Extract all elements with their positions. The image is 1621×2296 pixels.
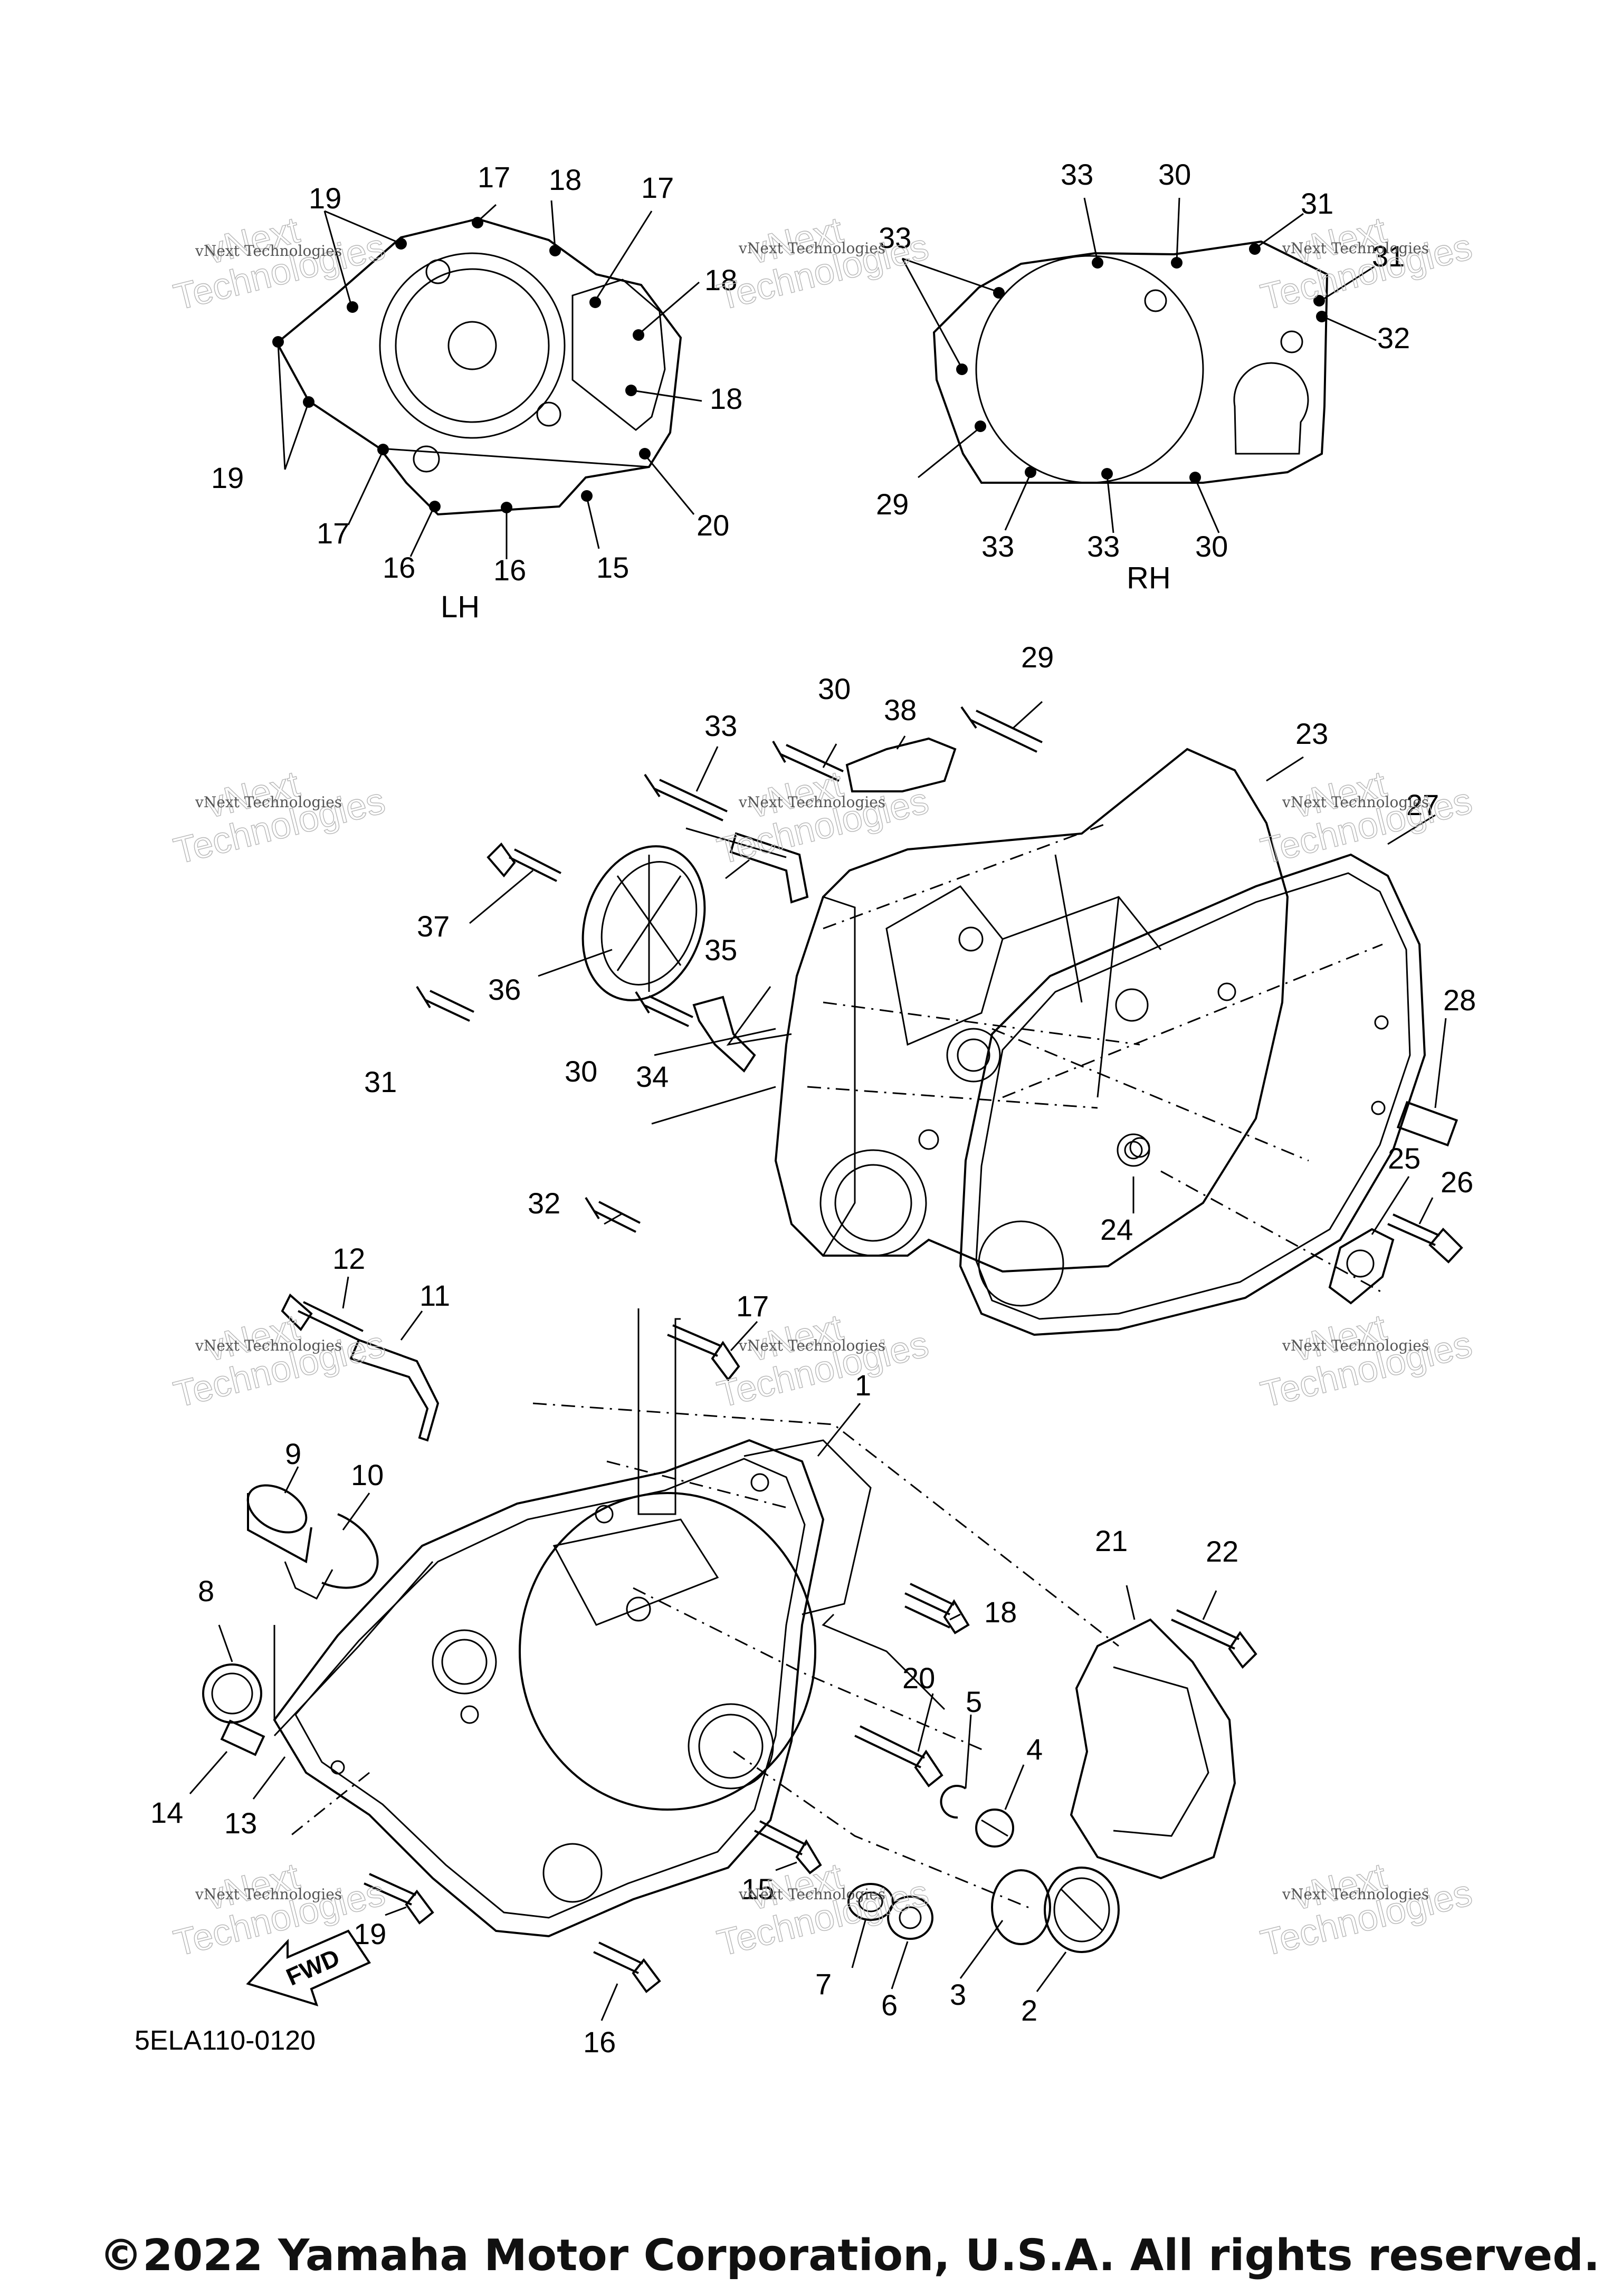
svg-text:vNext Technologies: vNext Technologies [195, 1886, 342, 1903]
callout-28: 28 [1443, 983, 1476, 1017]
callout-7: 7 [815, 1967, 832, 2001]
callout-35: 35 [704, 933, 737, 967]
view-label-rh: RH [1127, 561, 1171, 595]
callout-29: 29 [1021, 640, 1054, 674]
svg-text:vNext Technologies: vNext Technologies [195, 1337, 342, 1354]
callout-27: 27 [1406, 788, 1439, 821]
callout-33: 33 [1061, 158, 1093, 191]
callout-33: 33 [704, 709, 737, 742]
callout-11: 11 [419, 1279, 450, 1312]
svg-text:vNext Technologies: vNext Technologies [738, 793, 885, 811]
callout-17: 17 [736, 1289, 769, 1323]
svg-text:vNext Technologies: vNext Technologies [1282, 240, 1429, 257]
callout-leaders [189, 701, 1447, 2021]
lower-small-parts [202, 1293, 1257, 2007]
callout-30: 30 [1158, 158, 1191, 191]
callout-20: 20 [697, 509, 729, 542]
callout-16: 16 [583, 2025, 616, 2059]
callout-15: 15 [596, 551, 629, 584]
callout-12: 12 [332, 1242, 365, 1275]
callout-31: 31 [1301, 187, 1333, 220]
svg-text:vNext Technologies: vNext Technologies [738, 1337, 885, 1354]
callout-1: 1 [855, 1369, 871, 1402]
callout-18: 18 [710, 382, 742, 415]
watermarks: vNext Technologies vNext Technologies vN… [169, 208, 1476, 1964]
svg-text:vNext Technologies: vNext Technologies [738, 240, 885, 257]
svg-text:vNext Technologies: vNext Technologies [1282, 793, 1429, 811]
copyright-notice: ©2022 Yamaha Motor Corporation, U.S.A. A… [99, 2231, 1600, 2281]
callout-17: 17 [478, 160, 510, 194]
callout-14: 14 [150, 1796, 183, 1829]
callout-21: 21 [1095, 1524, 1128, 1557]
callout-33: 33 [1087, 530, 1120, 563]
callout-6: 6 [881, 1988, 898, 2022]
callout-26: 26 [1441, 1165, 1473, 1199]
callout-38: 38 [884, 693, 917, 726]
callout-9: 9 [285, 1437, 301, 1470]
lh-cover-outline [272, 200, 702, 559]
callout-30: 30 [1195, 530, 1228, 563]
callout-4: 4 [1026, 1733, 1043, 1766]
view-label-lh: LH [441, 590, 480, 624]
callout-20: 20 [902, 1661, 935, 1695]
svg-text:vNext Technologies: vNext Technologies [738, 1886, 885, 1903]
callout-8: 8 [198, 1574, 214, 1608]
callout-31: 31 [364, 1065, 397, 1098]
callout-18: 18 [984, 1595, 1017, 1629]
svg-text:vNext Technologies: vNext Technologies [1282, 1337, 1429, 1354]
mid-small-parts [416, 706, 1463, 1305]
callout-15: 15 [741, 1872, 774, 1906]
callout-34: 34 [636, 1060, 669, 1093]
callout-32: 32 [528, 1187, 560, 1220]
callout-30: 30 [818, 672, 851, 705]
lh-crankcase-cover-assembly [273, 1308, 1119, 1938]
callout-19: 19 [309, 181, 341, 215]
callout-10: 10 [351, 1458, 384, 1491]
svg-text:vNext Technologies: vNext Technologies [195, 242, 342, 260]
callout-3: 3 [950, 1978, 966, 2011]
callout-36: 36 [488, 973, 521, 1006]
callout-31: 31 [1372, 240, 1405, 273]
part-code: 5ELA110-0120 [135, 2025, 316, 2056]
svg-text:vNext Technologies: vNext Technologies [195, 793, 342, 811]
callout-2: 2 [1021, 1994, 1037, 2027]
callout-23: 23 [1295, 717, 1328, 750]
callout-25: 25 [1388, 1142, 1420, 1175]
callout-18: 18 [549, 163, 581, 196]
callout-33: 33 [879, 221, 911, 254]
rh-cover-outline [901, 197, 1377, 533]
callout-16: 16 [493, 553, 526, 587]
callout-numbers: 19 17 18 17 18 18 19 17 16 16 15 20 LH 3… [135, 158, 1476, 2059]
callout-17: 17 [317, 516, 349, 550]
callout-22: 22 [1206, 1535, 1238, 1568]
callout-16: 16 [383, 551, 415, 584]
callout-32: 32 [1377, 321, 1410, 355]
rh-crankcase-cover-assembly [651, 748, 1426, 1336]
callout-37: 37 [417, 910, 450, 943]
callout-24: 24 [1100, 1213, 1133, 1246]
callout-33: 33 [981, 530, 1014, 563]
callout-5: 5 [966, 1685, 982, 1718]
callout-29: 29 [876, 487, 909, 521]
fwd-label: FWD [282, 1944, 344, 1991]
callout-30: 30 [565, 1055, 597, 1088]
callout-18: 18 [704, 263, 737, 296]
callout-13: 13 [224, 1806, 257, 1840]
svg-text:vNext Technologies: vNext Technologies [1282, 1886, 1429, 1903]
callout-19: 19 [211, 461, 244, 494]
callout-17: 17 [641, 171, 674, 204]
callout-19: 19 [354, 1917, 386, 1950]
